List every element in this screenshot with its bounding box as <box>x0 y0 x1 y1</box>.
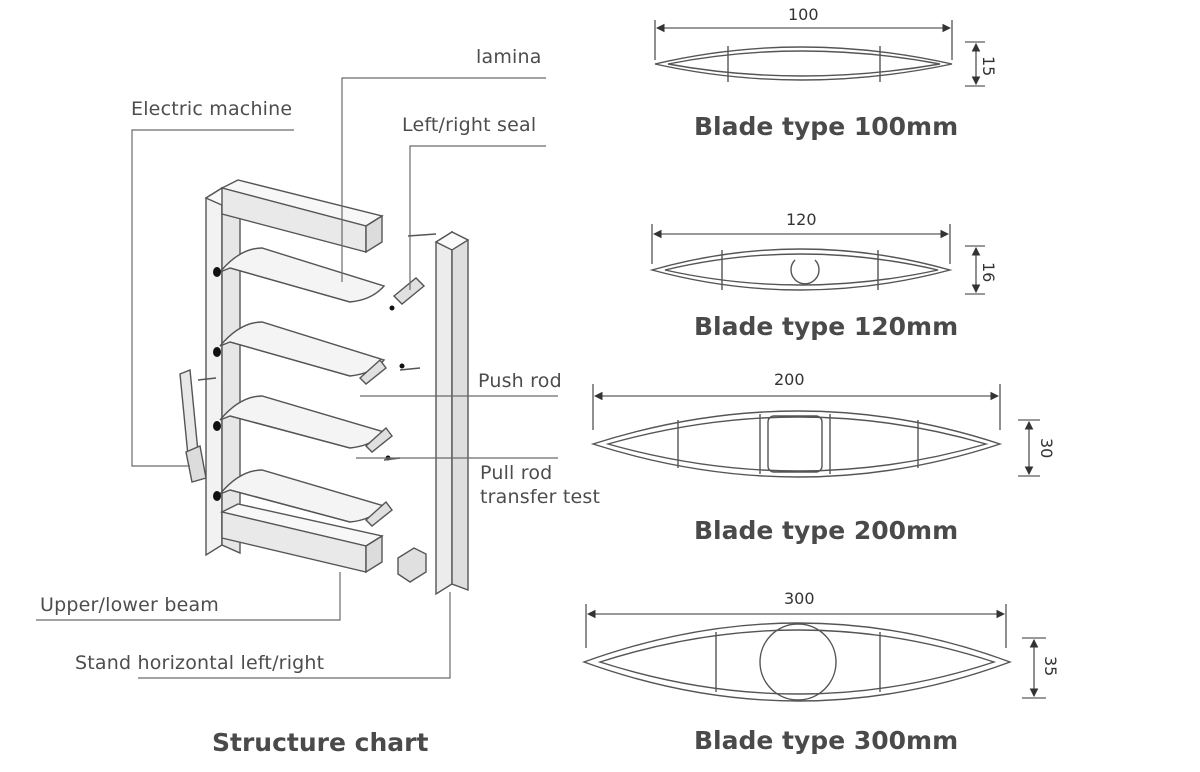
dim-width-120: 120 <box>786 210 817 229</box>
blade-2 <box>219 321 386 377</box>
dim-height-300: 35 <box>1041 656 1060 677</box>
dim-height-200: 30 <box>1037 438 1056 459</box>
dim-width-300: 300 <box>784 589 815 608</box>
label-electric-machine: Electric machine <box>131 98 293 120</box>
upper-beam <box>220 179 384 254</box>
left-stand <box>204 186 242 557</box>
label-lamina: lamina <box>476 46 542 68</box>
blade-profile-200 <box>590 410 1003 478</box>
dim-width-200: 200 <box>774 370 805 389</box>
seal-fittings <box>358 233 437 583</box>
blade-profile-100 <box>654 46 953 82</box>
leader-lines <box>36 77 558 679</box>
blade-1 <box>219 247 386 303</box>
blade-profile-120 <box>649 248 953 291</box>
blade-caption-120: Blade type 120mm <box>694 312 959 341</box>
leader-upper-lower-beam <box>36 572 341 621</box>
dim-width-100: 100 <box>788 5 819 24</box>
leader-electric-machine <box>131 129 294 467</box>
lower-beam <box>219 503 384 574</box>
blade-caption-200: Blade type 200mm <box>694 516 959 545</box>
dimension-300 <box>585 604 1046 699</box>
structure-chart-caption: Structure chart <box>212 728 429 757</box>
blade-3 <box>219 395 386 449</box>
leader-lamina <box>341 77 546 282</box>
blade-caption-300: Blade type 300mm <box>694 726 959 755</box>
right-stand <box>434 230 470 596</box>
dimension-100 <box>654 20 985 87</box>
pivot-points <box>213 267 405 501</box>
blade-profile-300 <box>581 622 1013 702</box>
dimension-200 <box>592 384 1040 477</box>
electric-machine <box>179 369 217 483</box>
label-left-right-seal: Left/right seal <box>402 114 537 136</box>
dim-height-100: 15 <box>979 56 998 77</box>
label-transfer-test: transfer test <box>480 486 601 508</box>
label-upper-lower-beam: Upper/lower beam <box>40 594 220 616</box>
dimension-120 <box>651 224 985 295</box>
leader-left-right-seal <box>409 145 546 290</box>
dim-height-120: 16 <box>979 262 998 283</box>
label-pull-rod: Pull rod <box>480 462 553 484</box>
label-push-rod: Push rod <box>478 370 562 392</box>
louver-structure-drawing <box>179 179 470 596</box>
leader-stand-horizontal <box>138 592 451 679</box>
label-stand-horizontal: Stand horizontal left/right <box>75 652 325 674</box>
blade-caption-100: Blade type 100mm <box>694 112 959 141</box>
